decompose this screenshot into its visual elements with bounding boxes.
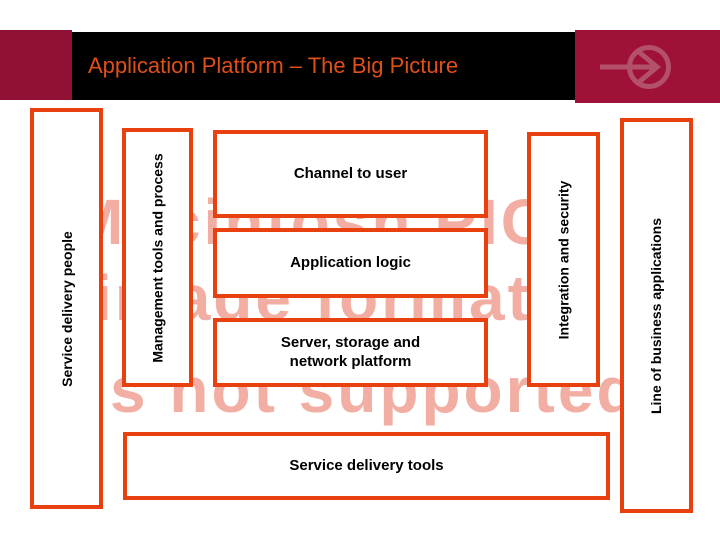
box-service-delivery-people: Service delivery people (30, 108, 103, 509)
box-label: Line of business applications (648, 217, 665, 414)
box-integration-and-security: Integration and security (527, 132, 600, 387)
header: Application Platform – The Big Picture (0, 0, 720, 110)
box-management-tools-and-process: Management tools and process (122, 128, 193, 387)
box-server-storage-network-platform: Server, storage and network platform (213, 318, 488, 387)
box-label: Channel to user (293, 164, 408, 182)
box-label: Management tools and process (149, 152, 166, 363)
box-label: Service delivery tools (289, 456, 444, 474)
title-bar: Application Platform – The Big Picture (72, 32, 575, 100)
box-application-logic: Application logic (213, 228, 488, 298)
box-service-delivery-tools: Service delivery tools (123, 432, 610, 500)
box-channel-to-user: Channel to user (213, 130, 488, 218)
box-label: Integration and security (555, 180, 572, 339)
box-label: Service delivery people (58, 230, 75, 387)
header-accent-left-block (0, 30, 72, 100)
box-label: Server, storage and network platform (280, 333, 421, 370)
header-accent-right-block (575, 30, 720, 103)
slide-title: Application Platform – The Big Picture (88, 53, 459, 78)
box-label: Application logic (290, 253, 411, 271)
box-line-of-business-applications: Line of business applications (620, 118, 693, 513)
forward-arrow-icon (600, 45, 671, 89)
